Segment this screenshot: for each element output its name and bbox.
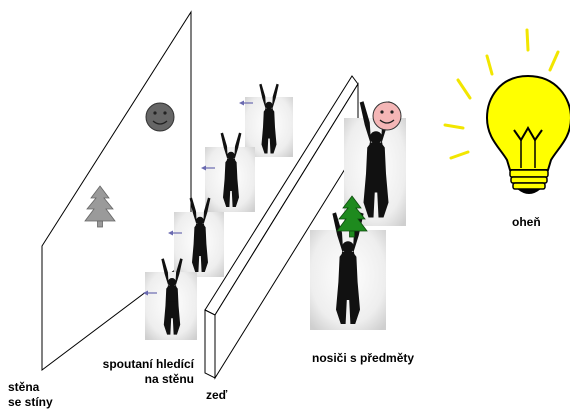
- carrier-face-icon: [372, 101, 402, 131]
- fire-label: oheň: [512, 215, 541, 229]
- wall-label: stěna se stíny: [8, 380, 53, 410]
- fire-light-bulb-icon: [443, 28, 570, 194]
- partition-wall: [204, 75, 359, 380]
- prisoner-figure: [145, 258, 197, 340]
- carrier-figure: [310, 212, 386, 330]
- prisoner-figure: [245, 83, 293, 157]
- prisoner-figure: [174, 197, 224, 277]
- partition-label: zeď: [206, 388, 228, 402]
- prisoners-label-line1: spoutaní hledící: [102, 357, 194, 371]
- wall-label-line1: stěna: [8, 380, 40, 394]
- prisoners-label-line2: na stěnu: [144, 372, 194, 386]
- wall-label-line2: se stíny: [8, 395, 53, 409]
- shadow-face-icon: [145, 102, 175, 132]
- prisoner-figure: [205, 132, 255, 212]
- carriers-label: nosiči s předměty: [312, 351, 415, 365]
- prisoners-label: spoutaní hledící na stěnu: [70, 357, 194, 387]
